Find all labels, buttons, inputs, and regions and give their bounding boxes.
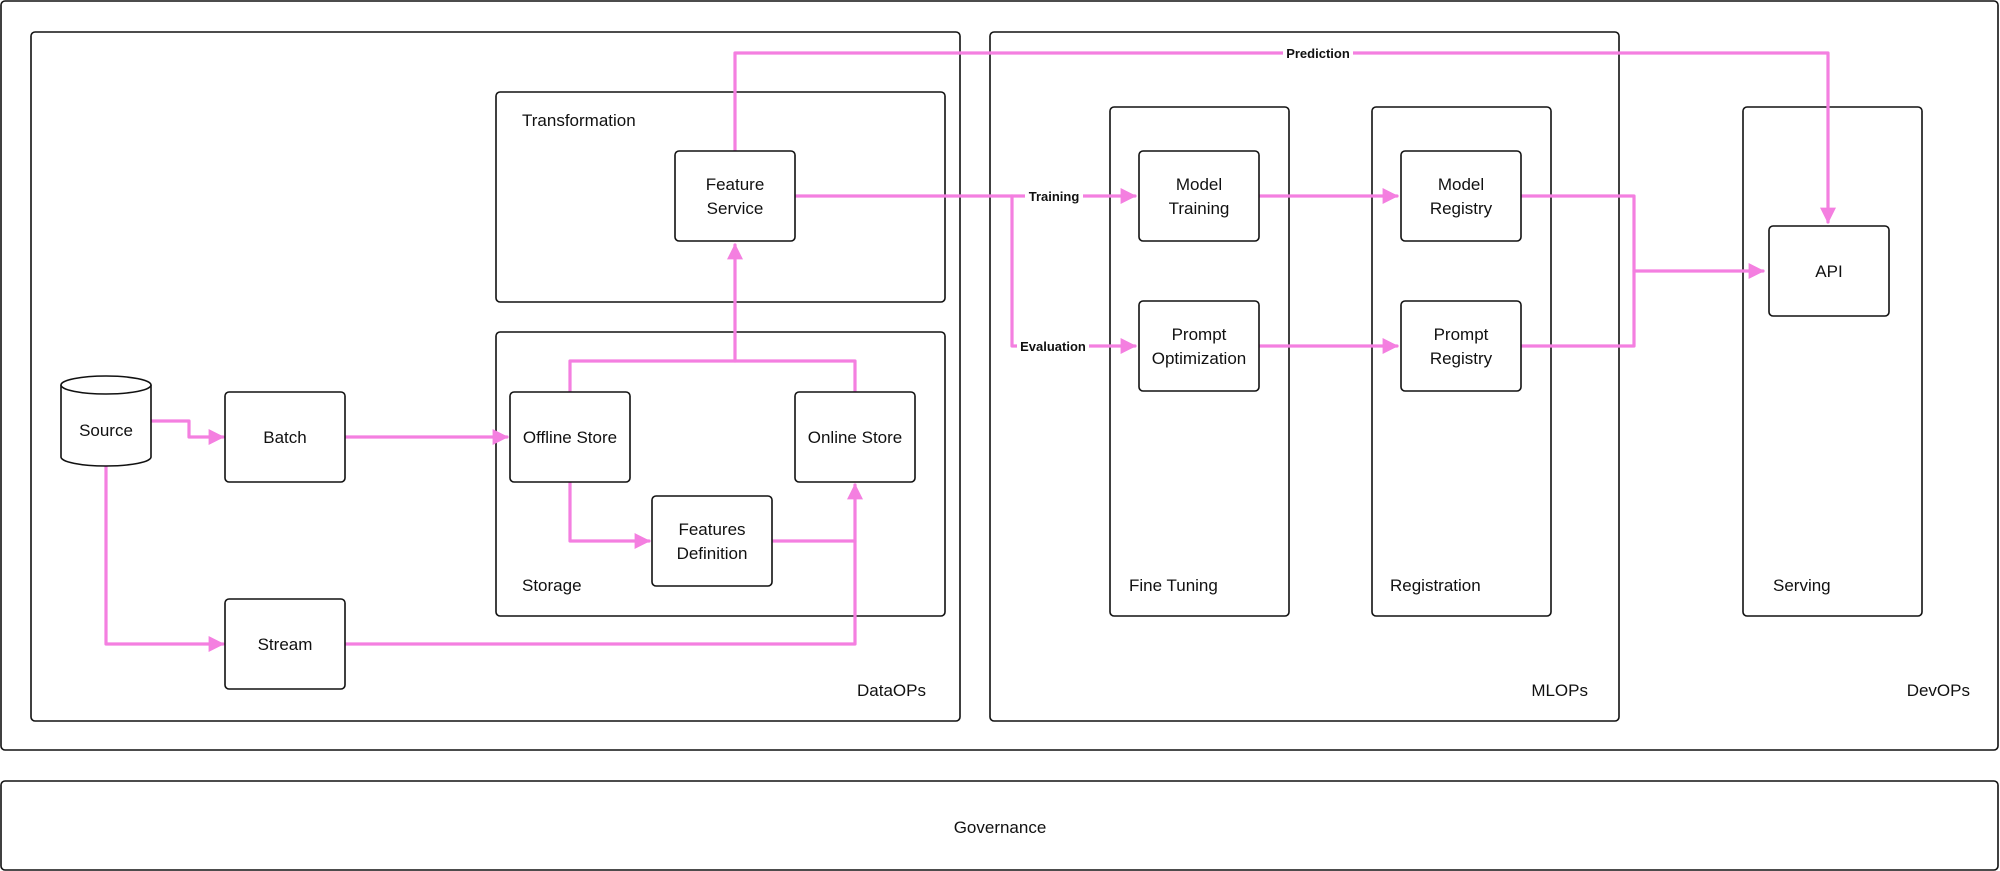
prompt-optimization-node[interactable]: Prompt Optimization: [1138, 300, 1260, 392]
features-definition-label-line2: Definition: [677, 544, 748, 563]
prediction-label-bg: [1283, 45, 1353, 61]
serving-label: Serving: [1773, 576, 1831, 595]
offline-store-node[interactable]: Offline Store: [509, 391, 631, 483]
feature-service-label-line2: Service: [707, 199, 764, 218]
transformation-label: Transformation: [522, 111, 636, 130]
model-training-label-line1: Model: [1176, 175, 1222, 194]
feature-service-node[interactable]: Feature Service: [674, 150, 796, 242]
edge-prediction: [733, 51, 1836, 224]
evaluation-label: Evaluation: [1020, 339, 1086, 354]
api-label: API: [1815, 262, 1842, 281]
online-store-label: Online Store: [808, 428, 903, 447]
training-label: Training: [1029, 189, 1080, 204]
stream-label: Stream: [258, 635, 313, 654]
prompt-registry-node[interactable]: Prompt Registry: [1400, 300, 1522, 392]
model-registry-label-line2: Registry: [1430, 199, 1493, 218]
edge-source-stream: [104, 464, 225, 652]
api-node[interactable]: API: [1768, 225, 1890, 317]
batch-node[interactable]: Batch: [224, 391, 346, 483]
fine-tuning-label: Fine Tuning: [1129, 576, 1218, 595]
governance-frame: [0, 780, 1999, 871]
edge-evaluation: [1010, 194, 1137, 354]
source-node[interactable]: Source: [60, 375, 152, 467]
edge-offline-merge: [568, 359, 857, 393]
features-definition-label-line1: Features: [678, 520, 745, 539]
model-registry-label-line1: Model: [1438, 175, 1484, 194]
prompt-registry-label-line2: Registry: [1430, 349, 1493, 368]
source-label: Source: [79, 421, 133, 440]
registration-label: Registration: [1390, 576, 1481, 595]
model-registry-node[interactable]: Model Registry: [1400, 150, 1522, 242]
model-training-node[interactable]: Model Training: [1138, 150, 1260, 242]
batch-label: Batch: [263, 428, 306, 447]
evaluation-label-bg: [1017, 338, 1089, 354]
serving-frame: [1742, 106, 1923, 617]
features-definition-node[interactable]: Features Definition: [651, 495, 773, 587]
edge-stream-online: [343, 483, 863, 646]
prompt-optimization-label-line1: Prompt: [1172, 325, 1227, 344]
prompt-optimization-label-line2: Optimization: [1152, 349, 1246, 368]
prompt-registry-label-line1: Prompt: [1434, 325, 1489, 344]
mlops-label: MLOPs: [1531, 681, 1588, 700]
devops-label: DevOPs: [1907, 681, 1970, 700]
online-store-node[interactable]: Online Store: [794, 391, 916, 483]
database-icon-top: [60, 375, 152, 395]
prediction-label: Prediction: [1286, 46, 1350, 61]
database-icon: [60, 385, 152, 467]
feature-service-label-line1: Feature: [706, 175, 765, 194]
dataops-label: DataOPs: [857, 681, 926, 700]
edge-source-batch: [149, 419, 225, 445]
offline-store-label: Offline Store: [523, 428, 617, 447]
storage-label: Storage: [522, 576, 582, 595]
governance-label: Governance: [954, 818, 1047, 837]
model-training-label-line2: Training: [1169, 199, 1230, 218]
edge-offline-features: [568, 480, 651, 549]
training-label-bg: [1025, 188, 1083, 204]
stream-node[interactable]: Stream: [224, 598, 346, 690]
